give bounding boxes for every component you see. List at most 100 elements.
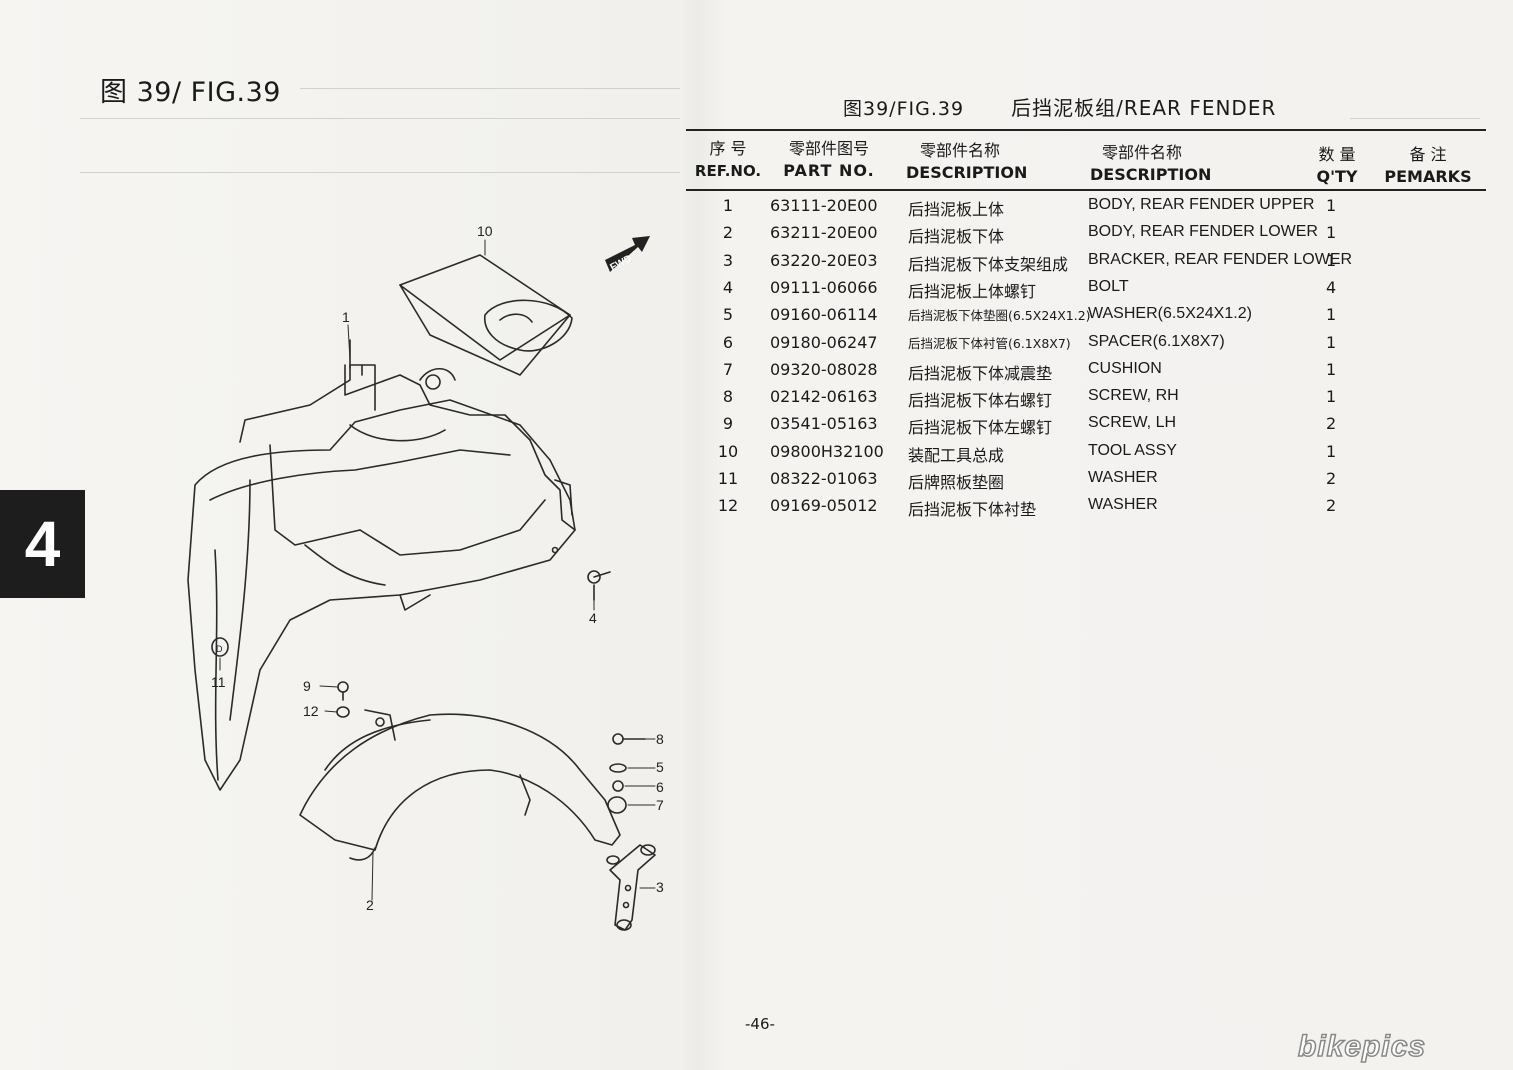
description-cn-cell: 后牌照板垫圈 [908, 473, 1005, 492]
tool-bag-part [399, 254, 573, 376]
quantity-cell: 1 [1326, 196, 1337, 215]
table-row: 6 09180-06247 后挡泥板下体衬管(6.1X8X7) SPACER(6.1X… [686, 333, 1486, 360]
part-number-cell: 03541-05163 [770, 414, 878, 434]
part-number-cell: 02142-06163 [770, 387, 878, 407]
description-cn-cell: 后挡泥板下体右螺钉 [908, 391, 1053, 411]
chapter-number: 4 [24, 508, 61, 580]
header-part-en: PART NO. [783, 161, 875, 180]
quantity-cell: 2 [1326, 496, 1337, 516]
hardware-parts [211, 570, 646, 814]
header-desc-en-cn: 零部件名称 [1102, 143, 1183, 162]
table-title-name: 后挡泥板组/REAR FENDER [1011, 96, 1277, 120]
callout-leaders [219, 239, 656, 901]
callout-2: 2 [366, 897, 374, 913]
ref-cell: 8 [722, 387, 734, 407]
callout-5: 5 [656, 759, 664, 775]
part-number-cell: 63211-20E00 [770, 223, 878, 243]
ref-cell: 12 [717, 496, 739, 516]
description-en-cell: WASHER(6.5X24X1.2) [1088, 305, 1252, 323]
description-en-cell: SPACER(6.1X8X7) [1088, 332, 1225, 350]
part-number-cell: 09160-06114 [770, 305, 878, 325]
header-desc-cn: 零部件名称 DESCRIPTION [906, 140, 1027, 184]
quantity-cell: 2 [1326, 469, 1337, 488]
lower-fender-part [299, 709, 621, 861]
description-cn-cell: 装配工具总成 [908, 445, 1005, 465]
watermark-logo: bikepics [1297, 1029, 1427, 1064]
callout-12: 12 [303, 703, 319, 719]
table-top-rule [686, 129, 1486, 131]
table-row: 4 09111-06066 后挡泥板上体螺钉 BOLT 4 [686, 278, 1486, 305]
part-number-cell: 09320-08028 [770, 359, 878, 379]
table-row: 1 63111-20E00 后挡泥板上体 BODY, REAR FENDER UPPE… [686, 196, 1486, 223]
header-ref-en: REF.NO. [694, 162, 762, 180]
table-row: 5 09160-06114 后挡泥板下体垫圈(6.5X24X1.2)WASHER(6… [686, 305, 1486, 332]
description-cn-cell: 后挡泥板上体螺钉 [908, 281, 1037, 301]
ref-cell: 10 [717, 441, 739, 461]
header-remarks-en: PEMARKS [1384, 167, 1472, 186]
header-qty-cn: 数 量 [1318, 145, 1356, 164]
part-number-cell: 09180-06247 [770, 332, 878, 352]
figure-title: 图 39/ FIG.39 [100, 77, 281, 108]
part-number-cell: 09111-06066 [770, 277, 878, 297]
chapter-tab: 4 [0, 490, 85, 598]
description-en-cell: SCREW, LH [1088, 414, 1177, 432]
description-en-cell: BRACKER, REAR FENDER LOWER [1088, 250, 1353, 268]
description-en-cell: BODY, REAR FENDER UPPER [1088, 196, 1315, 213]
description-cn-cell: 后挡泥板下体衬管(6.1X8X7) [908, 335, 1071, 351]
description-cn-cell: 后挡泥板上体 [908, 200, 1005, 219]
ref-cell: 9 [722, 414, 734, 434]
header-qty-en: Q'TY [1316, 167, 1358, 186]
quantity-cell: 1 [1326, 441, 1337, 461]
forward-arrow-icon: FWD [605, 236, 650, 274]
part-number-cell: 63111-20E00 [770, 196, 878, 215]
description-en-cell: BOLT [1088, 277, 1129, 295]
callout-4: 4 [589, 610, 597, 626]
description-en-cell: WASHER [1088, 496, 1158, 514]
ref-cell: 3 [722, 250, 734, 270]
part-number-cell: 08322-01063 [770, 469, 878, 488]
header-part-cn: 零部件图号 [788, 139, 869, 158]
callout-7: 7 [656, 797, 664, 813]
part-number-cell: 09169-05012 [770, 496, 878, 516]
ref-cell: 5 [722, 305, 734, 325]
washer-mark: D [216, 644, 223, 654]
ref-cell: 4 [722, 277, 734, 297]
ref-cell: 1 [722, 196, 734, 215]
ref-cell: 6 [722, 332, 734, 352]
callout-1: 1 [342, 309, 350, 325]
quantity-cell: 2 [1326, 414, 1337, 434]
description-en-cell: CUSHION [1088, 359, 1162, 377]
description-cn-cell: 后挡泥板下体支架组成 [908, 254, 1069, 274]
header-part: 零部件图号 PART NO. [770, 138, 888, 182]
quantity-cell: 4 [1326, 277, 1337, 297]
quantity-cell: 1 [1326, 305, 1337, 325]
description-en-cell: WASHER [1088, 469, 1158, 486]
description-en-cell: TOOL ASSY [1088, 441, 1177, 459]
table-header-rule [686, 189, 1486, 191]
lower-bracket-part [606, 844, 656, 931]
header-ref-cn: 序 号 [709, 139, 747, 158]
callout-10: 10 [477, 223, 493, 239]
description-cn-cell: 后挡泥板下体垫圈(6.5X24X1.2) [908, 308, 1091, 324]
header-remarks: 备 注 PEMARKS [1382, 144, 1474, 188]
fwd-label: FWD [608, 253, 633, 273]
description-en-cell: BODY, REAR FENDER LOWER [1088, 223, 1318, 241]
description-cn-cell: 后挡泥板下体 [908, 227, 1005, 247]
header-desc-en-en: DESCRIPTION [1090, 165, 1212, 184]
header-ref: 序 号 REF.NO. [686, 138, 770, 182]
page-number: -46- [745, 1015, 775, 1033]
callout-11: 11 [211, 674, 226, 690]
callout-8: 8 [656, 731, 664, 747]
upper-fender-part [187, 339, 576, 791]
header-remarks-cn: 备 注 [1409, 145, 1447, 164]
quantity-cell: 1 [1326, 223, 1337, 243]
quantity-cell: 1 [1326, 359, 1337, 379]
ref-cell: 2 [722, 223, 734, 243]
header-desc-cn-cn: 零部件名称 [920, 141, 1001, 160]
quantity-cell: 1 [1326, 332, 1337, 352]
